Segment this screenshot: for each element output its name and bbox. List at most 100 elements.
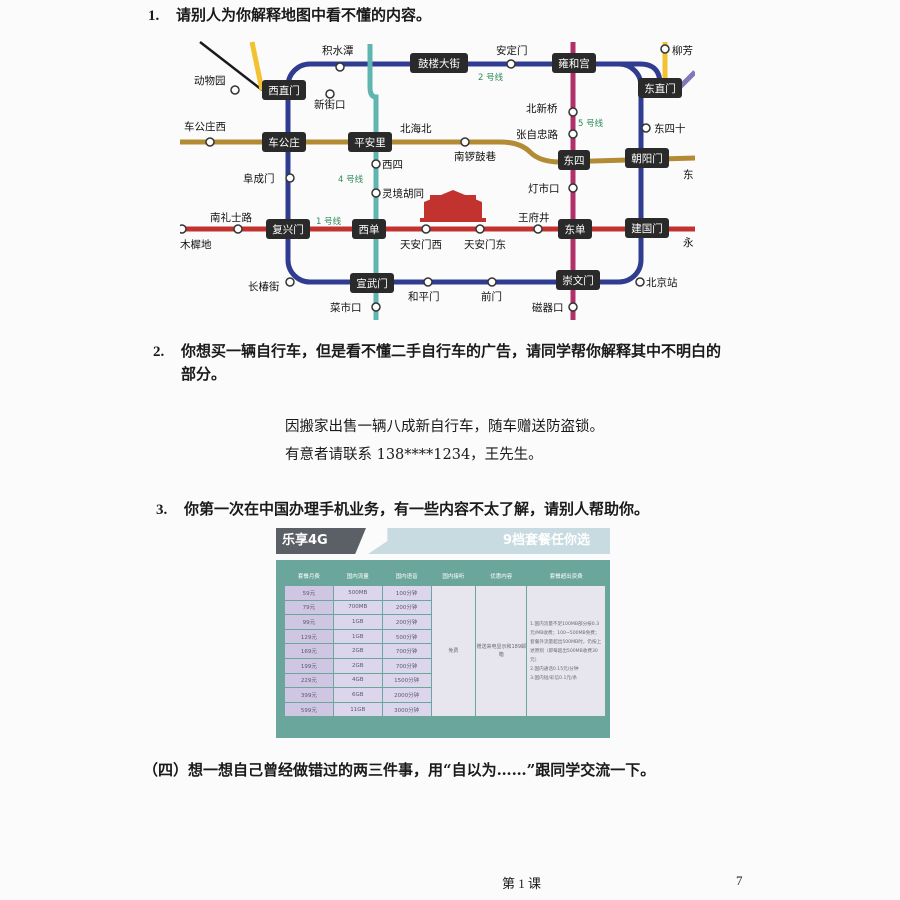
header-cell: 套餐月费 xyxy=(297,574,320,580)
plan-cell: 2GB xyxy=(333,644,382,658)
station-lingjinghutong: 灵境胡同 xyxy=(382,187,424,200)
banner-right: 9档套餐任你选 xyxy=(368,528,610,554)
plan-cell: 1GB xyxy=(333,615,382,629)
header-cell: 国内接听 xyxy=(442,574,465,580)
plan-cell: 59元 xyxy=(285,586,333,600)
question-number: 3. xyxy=(156,502,168,518)
plan-notes-cell: 1.国内流量不足100MB部分按0.3元/MB收费；100~500MB免费；套餐… xyxy=(527,586,605,717)
header-cell: 国内语音 xyxy=(395,574,418,580)
question-text: 你第一次在中国办理手机业务，有一些内容不太了解，请别人帮助你。 xyxy=(184,500,650,518)
station-fuchengmen: 阜成门 xyxy=(243,172,275,185)
question-2: 2. 你想买一辆自行车，但是看不懂二手自行车的广告，请同学帮你解释其中不明白的 部… xyxy=(153,340,733,385)
station-zhangzizhonglu: 张自忠路 xyxy=(516,128,558,141)
plan-cell: 11GB xyxy=(333,702,382,717)
station-tiananmendong: 天安门东 xyxy=(464,238,506,251)
plan-answer-cell: 免费 xyxy=(431,586,476,717)
station-changchunjie: 长椿街 xyxy=(248,280,280,293)
metro-map: 西直门 车公庄 平安里 鼓楼大街 雍和宫 东直门 东四 朝阳门 复兴门 西单 东… xyxy=(180,41,695,320)
station-box-dongzhimen: 东直门 xyxy=(644,82,676,95)
header-cell: 套餐超出资费 xyxy=(549,574,583,580)
question-text-line1: 你想买一辆自行车，但是看不懂二手自行车的广告，请同学帮你解释其中不明白的 xyxy=(181,342,722,360)
line-label-2: 2 号线 xyxy=(478,72,504,83)
page-number: 7 xyxy=(736,873,743,888)
station-nanluoguxiang: 南锣鼓巷 xyxy=(454,150,496,163)
station-dengshikou: 灯市口 xyxy=(528,182,560,195)
plan-cell: 79元 xyxy=(285,600,333,615)
station-beihaibei: 北海北 xyxy=(400,122,432,135)
station-qianmen: 前门 xyxy=(481,290,502,303)
plan-cell: 100分钟 xyxy=(382,586,431,600)
question-text: 请别人为你解释地图中看不懂的内容。 xyxy=(176,6,432,24)
station-hepingmen: 和平门 xyxy=(408,290,440,303)
question-text: （四）想一想自己曾经做错过的两三件事，用“自以为……”跟同学交流一下。 xyxy=(143,761,656,779)
station-liufang: 柳芳 xyxy=(672,44,693,57)
station-chegongzhuangxi: 车公庄西 xyxy=(184,120,226,133)
plan-cell: 399元 xyxy=(285,688,333,702)
plan-cell: 200分钟 xyxy=(382,600,431,615)
plan-cell: 129元 xyxy=(285,629,333,644)
ad-line-2: 有意者请联系 138****1234，王先生。 xyxy=(285,447,543,463)
plan-cell: 700MB xyxy=(333,600,382,615)
station-box-dongsi: 东四 xyxy=(564,154,585,167)
station-box-xizhimen: 西直门 xyxy=(268,84,300,97)
plan-cell: 1500分钟 xyxy=(382,673,431,688)
station-box-xuanwumen: 宣武门 xyxy=(356,277,388,290)
station-box-dongdan: 东单 xyxy=(565,223,586,236)
question-text-line2: 部分。 xyxy=(181,365,227,383)
station-wangfujing: 王府井 xyxy=(518,211,550,224)
plan-cell: 229元 xyxy=(285,673,333,688)
line-label-1: 1 号线 xyxy=(316,216,342,227)
plan-cell: 700分钟 xyxy=(382,644,431,658)
plan-cell: 599元 xyxy=(285,702,333,717)
plan-cell: 2GB xyxy=(333,658,382,673)
plan-cell: 6GB xyxy=(333,688,382,702)
station-xisi: 西四 xyxy=(382,159,403,171)
plan-cell: 169元 xyxy=(285,644,333,658)
station-box-xidan: 西单 xyxy=(359,224,380,236)
station-beixinqiao: 北新桥 xyxy=(526,102,558,115)
line-label-4: 4 号线 xyxy=(338,174,364,185)
question-3: 3. 你第一次在中国办理手机业务，有一些内容不太了解，请别人帮助你。 xyxy=(156,498,649,521)
bicycle-ad: 因搬家出售一辆八成新自行车，随车赠送防盗锁。 有意者请联系 138****123… xyxy=(285,413,604,469)
station-box-chaoyangmen: 朝阳门 xyxy=(631,152,663,165)
plan-cell: 500分钟 xyxy=(382,629,431,644)
banner-right-text: 9档套餐任你选 xyxy=(502,533,590,548)
question-number: 2. xyxy=(153,344,165,360)
question-number: 1. xyxy=(148,8,160,24)
station-nanlishilu: 南礼士路 xyxy=(210,211,252,224)
station-box-chongwenmen: 崇文门 xyxy=(562,274,594,287)
station-dong-edge: 东 xyxy=(683,168,694,181)
station-ciqikou: 磁器口 xyxy=(532,301,564,314)
question-4: （四）想一想自己曾经做错过的两三件事，用“自以为……”跟同学交流一下。 xyxy=(143,759,655,781)
station-andingmen: 安定门 xyxy=(496,44,528,57)
station-dongsishitiao: 东四十 xyxy=(654,122,686,135)
station-dongwuyuan: 动物园 xyxy=(194,74,226,87)
header-cell: 优惠内容 xyxy=(490,574,513,580)
plan-cell: 700分钟 xyxy=(382,658,431,673)
station-tiananmenxi: 天安门西 xyxy=(400,238,442,251)
station-box-chegongzhuang: 车公庄 xyxy=(268,136,300,149)
station-box-gulou: 鼓楼大街 xyxy=(418,57,460,70)
station-xinjiekou: 新街口 xyxy=(314,98,346,111)
plan-cell: 1GB xyxy=(333,629,382,644)
plan-cell: 200分钟 xyxy=(382,615,431,629)
banner-left: 乐享4G xyxy=(276,528,366,554)
phone-plan-image: 乐享4G 9档套餐任你选 套餐月费 国内流量 国内语音 国内接听 优惠内容 套餐… xyxy=(276,528,610,738)
station-box-jianguomen: 建国门 xyxy=(631,222,663,235)
footer-lesson: 第 1 课 xyxy=(502,876,542,891)
plan-cell: 4GB xyxy=(333,673,382,688)
plan-banner: 乐享4G 9档套餐任你选 xyxy=(276,528,610,554)
station-caishikou: 菜市口 xyxy=(330,301,362,314)
station-box-fuxingmen: 复兴门 xyxy=(272,223,304,236)
station-muxidi: 木樨地 xyxy=(180,238,212,251)
plan-bonus-cell: 赠送来电显示和189邮箱 xyxy=(476,586,527,717)
